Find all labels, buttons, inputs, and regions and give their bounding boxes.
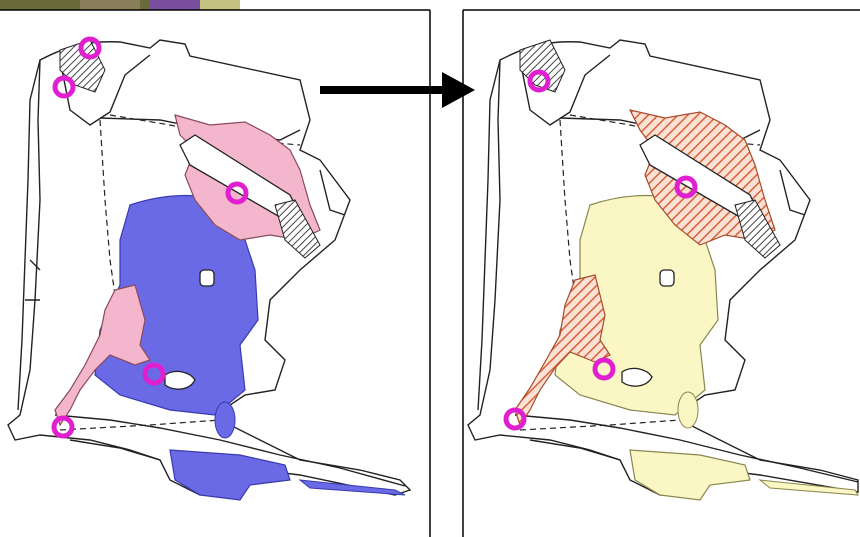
yellow-zone-strip bbox=[760, 480, 858, 495]
yellow-zone-lower bbox=[630, 450, 750, 500]
blue-zone-small bbox=[215, 402, 235, 438]
photo-thumbnail bbox=[0, 0, 240, 10]
yellow-zone-small bbox=[678, 392, 698, 428]
pink-zone-lower bbox=[55, 285, 150, 425]
dark-hatch-zone bbox=[520, 40, 565, 92]
right-arrow-icon bbox=[320, 72, 475, 108]
blue-zone-lower bbox=[170, 450, 290, 500]
building-outline bbox=[660, 270, 674, 286]
orange-hatch-zone-lower bbox=[515, 275, 610, 425]
panel-after bbox=[463, 10, 860, 537]
building-outline bbox=[200, 270, 214, 286]
